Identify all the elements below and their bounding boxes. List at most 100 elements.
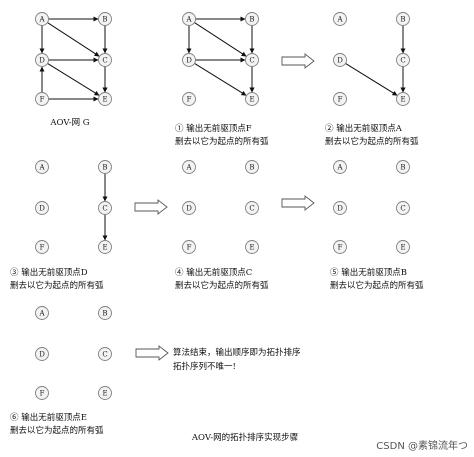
node-circle <box>182 53 196 67</box>
node-E: E <box>98 386 112 400</box>
node-label: E <box>249 95 254 103</box>
node-label: B <box>249 163 254 171</box>
node-F: F <box>35 92 49 106</box>
node-circle <box>35 386 49 400</box>
node-B: B <box>396 160 410 174</box>
node-C: C <box>98 53 112 67</box>
node-circle <box>182 201 196 215</box>
caption-s1-line-1: ① 输出无前驱顶点F <box>175 123 252 134</box>
node-B: B <box>245 160 259 174</box>
node-circle <box>98 160 112 174</box>
node-circle <box>98 386 112 400</box>
node-label: B <box>249 15 254 23</box>
node-label: D <box>337 56 343 64</box>
node-label: B <box>102 15 107 23</box>
node-D: D <box>35 53 49 67</box>
node-E: E <box>396 92 410 106</box>
node-C: C <box>245 53 259 67</box>
node-F: F <box>333 240 347 254</box>
node-A: A <box>35 306 49 320</box>
edge-A-C <box>194 22 247 57</box>
node-B: B <box>98 306 112 320</box>
node-label: A <box>336 163 343 171</box>
node-A: A <box>333 12 347 26</box>
node-A: A <box>182 12 196 26</box>
node-label: A <box>185 15 192 23</box>
node-label: D <box>186 56 192 64</box>
node-label: C <box>400 204 405 212</box>
node-circle <box>333 92 347 106</box>
node-B: B <box>98 12 112 26</box>
node-label: B <box>102 163 107 171</box>
node-C: C <box>245 201 259 215</box>
node-circle <box>245 92 259 106</box>
node-D: D <box>182 201 196 215</box>
node-circle <box>98 92 112 106</box>
node-label: D <box>39 204 45 212</box>
node-circle <box>245 160 259 174</box>
caption-s4-line-1: ④ 输出无前驱顶点C <box>175 267 252 278</box>
node-F: F <box>35 386 49 400</box>
stage-layer: A B C D E F AOV-网 G A B C D E F ① 输出无前驱顶点F 删去以它为起点的所有弧… <box>10 12 424 436</box>
caption-s2-line-1: ② 输出无前驱顶点A <box>325 123 403 134</box>
node-C: C <box>98 347 112 361</box>
node-circle <box>35 240 49 254</box>
node-circle <box>98 306 112 320</box>
node-circle <box>35 201 49 215</box>
node-label: D <box>39 56 45 64</box>
node-circle <box>245 53 259 67</box>
caption-s1-line-2: 删去以它为起点的所有弧 <box>175 136 269 147</box>
node-circle <box>182 12 196 26</box>
node-circle <box>98 240 112 254</box>
node-circle <box>333 201 347 215</box>
node-label: E <box>400 95 405 103</box>
node-circle <box>333 12 347 26</box>
caption-s5-line-2: 删去以它为起点的所有弧 <box>330 280 424 291</box>
caption-g-line-1: AOV-网 G <box>49 118 89 128</box>
node-A: A <box>182 160 196 174</box>
node-E: E <box>245 92 259 106</box>
node-label: E <box>102 95 107 103</box>
node-circle <box>396 12 410 26</box>
node-circle <box>35 160 49 174</box>
caption-s3-line-1: ③ 输出无前驱顶点D <box>10 267 88 278</box>
node-label: C <box>400 56 405 64</box>
node-circle <box>333 53 347 67</box>
node-F: F <box>333 92 347 106</box>
node-label: C <box>249 204 254 212</box>
process-arrows <box>134 53 315 361</box>
node-label: C <box>249 56 254 64</box>
node-label: F <box>40 243 45 251</box>
caption-s2-line-2: 删去以它为起点的所有弧 <box>325 136 419 147</box>
edge-A-C <box>47 22 100 57</box>
node-label: E <box>400 243 405 251</box>
node-circle <box>396 160 410 174</box>
figure-title: AOV-网的拓扑排序实现步骤 <box>191 432 299 443</box>
node-circle <box>35 347 49 361</box>
edge-D-E <box>47 62 100 96</box>
node-label: D <box>186 204 192 212</box>
node-circle <box>35 92 49 106</box>
node-B: B <box>98 160 112 174</box>
node-label: B <box>400 163 405 171</box>
node-label: B <box>102 309 107 317</box>
node-label: F <box>40 95 45 103</box>
node-label: E <box>102 243 107 251</box>
node-label: D <box>39 350 45 358</box>
node-circle <box>98 12 112 26</box>
caption-s6-line-1: ⑥ 输出无前驱顶点E <box>10 412 87 423</box>
conclusion-line-1: 算法结束，输出顺序即为拓扑排序 <box>173 347 301 358</box>
node-label: B <box>400 15 405 23</box>
node-E: E <box>396 240 410 254</box>
node-C: C <box>98 201 112 215</box>
node-circle <box>245 12 259 26</box>
node-label: F <box>338 243 343 251</box>
node-D: D <box>333 53 347 67</box>
node-label: D <box>337 204 343 212</box>
node-C: C <box>396 201 410 215</box>
